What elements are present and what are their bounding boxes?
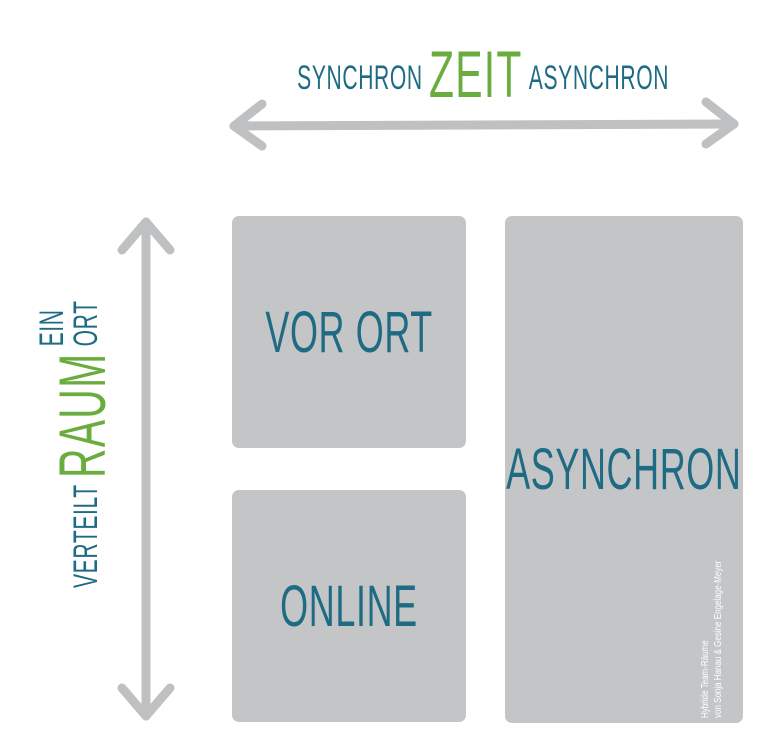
quadrant-online: ONLINE [232,490,466,722]
quadrant-online-label: ONLINE [280,573,418,639]
space-axis-verteilt-label: VERTEILT [67,484,105,588]
time-axis-title: ZEIT [428,37,523,111]
space-axis-bottom-head [117,683,175,721]
time-axis-synchron-label: SYNCHRON [297,59,423,97]
quadrant-asynchron: ASYNCHRON [505,216,743,723]
space-axis-ein-ort-label: EIN ORT [33,300,105,347]
time-axis-label: SYNCHRON ZEIT ASYNCHRON [297,24,668,111]
time-axis-asynchron-label: ASYNCHRON [528,59,670,97]
time-axis-line [229,119,739,131]
quadrant-asynchron-label: ASYNCHRON [506,437,742,502]
space-axis-title: RAUM [45,352,119,479]
space-axis-top-head [117,217,175,255]
time-axis-right-head [701,97,739,149]
quadrant-vor-ort-label: VOR ORT [265,299,433,365]
quadrant-vor-ort: VOR ORT [232,216,466,448]
space-axis-label: VERTEILT RAUM EIN ORT [32,297,119,588]
credit-authors: von Sonja Hanau & Gesine Engelage-Meyer [713,560,724,718]
credit-text: Hybride Team-Räume von Sonja Hanau & Ges… [699,478,739,718]
credit-title: Hybride Team-Räume [700,640,711,718]
time-axis-left-head [229,99,267,151]
